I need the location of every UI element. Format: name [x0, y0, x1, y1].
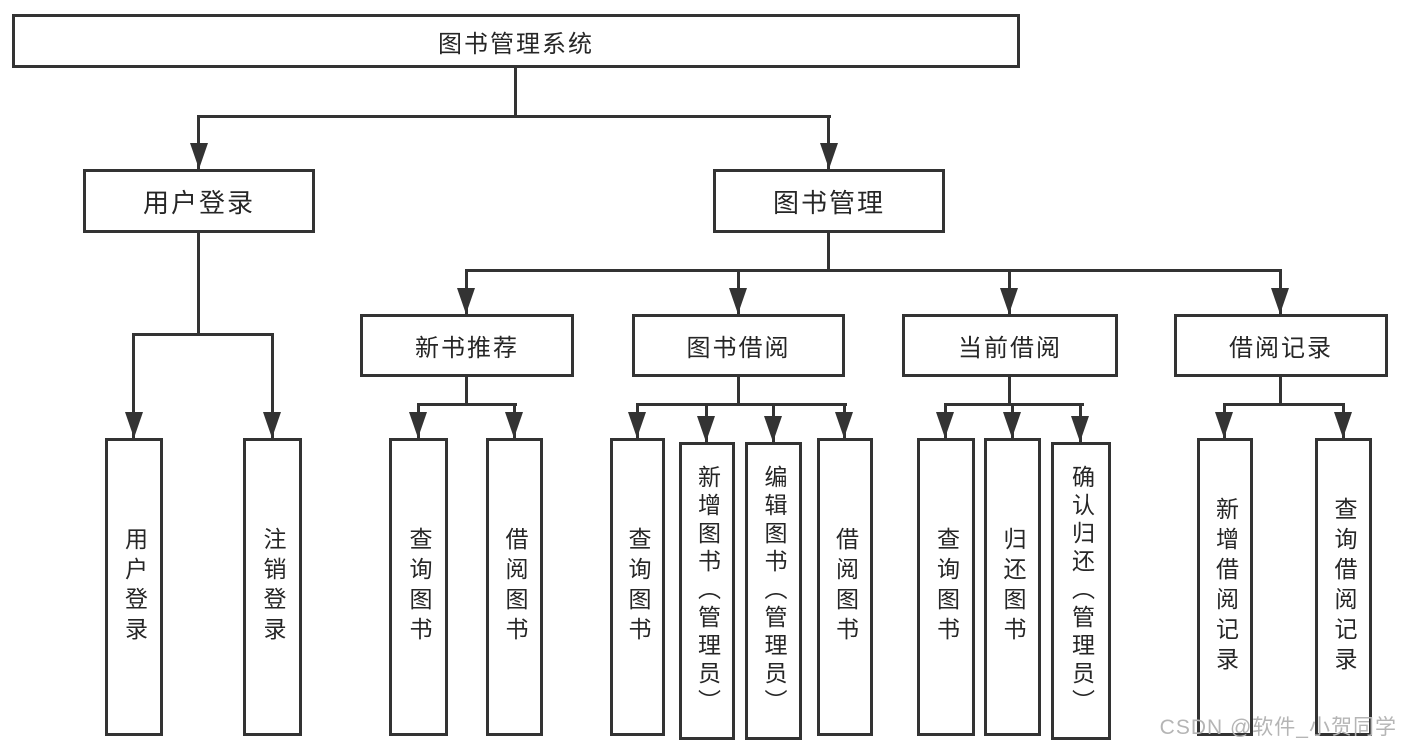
- node-label: 新增借阅记录: [1212, 497, 1239, 677]
- arrow-down-icon: [505, 412, 523, 438]
- node-label: 注销登录: [260, 527, 286, 647]
- node-label: 新增图书（管理员）: [694, 465, 721, 717]
- connector-line: [827, 233, 830, 271]
- leaf-edit-books-admin: 编辑图书（管理员）: [745, 442, 802, 740]
- arrow-down-icon: [729, 288, 747, 314]
- leaf-return-books: 归还图书: [984, 438, 1041, 736]
- connector-line: [514, 68, 517, 117]
- node-label: 图书管理: [772, 187, 885, 218]
- node-label: 借阅图书: [832, 527, 859, 647]
- node-label: 查询图书: [625, 527, 651, 647]
- arrow-down-icon: [1271, 288, 1289, 314]
- leaf-current-query-books: 查询图书: [917, 438, 975, 736]
- connector-line: [636, 403, 847, 406]
- connector-line: [417, 403, 517, 406]
- node-book-management: 图书管理: [713, 169, 945, 233]
- connector-line: [737, 377, 740, 406]
- connector-line: [271, 333, 274, 438]
- leaf-add-borrow-record: 新增借阅记录: [1197, 438, 1253, 736]
- node-label: 借阅记录: [1229, 335, 1333, 362]
- node-label: 图书借阅: [686, 335, 791, 362]
- arrow-down-icon: [1000, 288, 1018, 314]
- arrow-down-icon: [1071, 416, 1089, 442]
- arrow-down-icon: [835, 412, 853, 438]
- arrow-down-icon: [125, 412, 143, 438]
- arrow-down-icon: [697, 416, 715, 442]
- connector-line: [944, 403, 1084, 406]
- node-label: 确认归还（管理员）: [1068, 465, 1095, 717]
- leaf-user-login: 用户登录: [105, 438, 163, 736]
- leaf-borrowing-query-books: 查询图书: [610, 438, 665, 736]
- node-label: 新书推荐: [415, 335, 519, 362]
- connector-line: [132, 333, 135, 438]
- arrow-down-icon: [190, 143, 208, 169]
- node-borrowing-records: 借阅记录: [1174, 314, 1388, 377]
- node-label: 图书管理系统: [438, 30, 594, 58]
- node-label: 当前借阅: [958, 335, 1062, 362]
- node-current-borrowing: 当前借阅: [902, 314, 1118, 377]
- node-label: 查询图书: [933, 527, 960, 647]
- connector-line: [1279, 377, 1282, 406]
- node-label: 查询图书: [406, 527, 432, 647]
- leaf-recommend-query-books: 查询图书: [389, 438, 448, 736]
- leaf-query-borrow-record: 查询借阅记录: [1315, 438, 1372, 736]
- watermark: CSDN @软件_小贺同学: [1159, 716, 1397, 739]
- node-label: 编辑图书（管理员）: [761, 465, 787, 717]
- arrow-down-icon: [628, 412, 646, 438]
- connector-line: [197, 115, 831, 118]
- leaf-add-books-admin: 新增图书（管理员）: [679, 442, 735, 740]
- node-label: 归还图书: [1000, 527, 1026, 647]
- connector-line: [197, 233, 200, 335]
- connector-line: [1008, 377, 1011, 406]
- connector-line: [465, 269, 1282, 272]
- node-user-login: 用户登录: [83, 169, 315, 233]
- arrow-down-icon: [457, 288, 475, 314]
- node-label: 借阅图书: [502, 527, 528, 647]
- node-new-book-recommend: 新书推荐: [360, 314, 574, 377]
- node-book-borrowing: 图书借阅: [632, 314, 845, 377]
- connector-line: [197, 115, 200, 169]
- arrow-down-icon: [1215, 412, 1233, 438]
- arrow-down-icon: [764, 416, 782, 442]
- node-label: 用户登录: [142, 187, 255, 218]
- leaf-logout: 注销登录: [243, 438, 302, 736]
- arrow-down-icon: [409, 412, 427, 438]
- node-label: 查询借阅记录: [1331, 497, 1357, 677]
- node-label: 用户登录: [121, 527, 148, 647]
- arrow-down-icon: [936, 412, 954, 438]
- connector-line: [827, 115, 830, 169]
- connector-line: [1223, 403, 1345, 406]
- arrow-down-icon: [263, 412, 281, 438]
- node-library-management-system: 图书管理系统: [12, 14, 1020, 68]
- arrow-down-icon: [1334, 412, 1352, 438]
- leaf-borrowing-borrow-books: 借阅图书: [817, 438, 873, 736]
- leaf-confirm-return-admin: 确认归还（管理员）: [1051, 442, 1111, 740]
- connector-line: [465, 377, 468, 406]
- leaf-recommend-borrow-books: 借阅图书: [486, 438, 543, 736]
- arrow-down-icon: [1003, 412, 1021, 438]
- connector-line: [132, 333, 274, 336]
- arrow-down-icon: [820, 143, 838, 169]
